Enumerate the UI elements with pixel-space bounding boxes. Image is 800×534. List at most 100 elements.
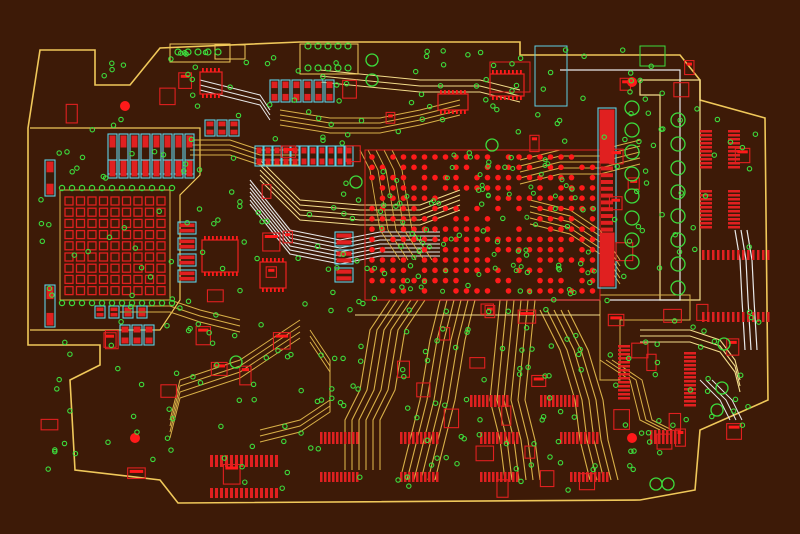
smd-pin (592, 432, 595, 444)
silkscreen-layer (59, 43, 666, 301)
via (406, 483, 412, 489)
bga-ball (421, 246, 428, 253)
via (109, 66, 115, 73)
trace (413, 299, 455, 481)
via (405, 278, 410, 284)
smd-pad (164, 135, 171, 148)
smd-component (129, 159, 140, 179)
via (68, 184, 76, 192)
ic-pin (508, 96, 510, 100)
via (550, 297, 557, 303)
test-point (670, 232, 686, 248)
via (306, 211, 313, 218)
trace (640, 335, 741, 387)
via (69, 169, 75, 175)
ic-pin (228, 236, 230, 240)
smd-pin (436, 472, 439, 482)
smd-pad (131, 135, 138, 148)
smd-pad (326, 81, 333, 89)
smd-pad (301, 147, 307, 154)
bga-pad (98, 218, 109, 229)
bga-pad (133, 274, 143, 285)
bga-ball (474, 288, 480, 294)
bga-ball (432, 174, 438, 181)
bga-pad (75, 263, 86, 273)
ic-pin (202, 68, 204, 72)
bga-ball (484, 288, 491, 294)
via (129, 292, 135, 299)
via (118, 319, 124, 325)
passive-outline (40, 418, 59, 431)
bga-ball (453, 236, 459, 243)
bga-pad (87, 218, 97, 229)
smd-pin (480, 472, 483, 482)
smd-pin (586, 472, 589, 482)
smd-pin (235, 488, 238, 498)
trace (199, 89, 271, 121)
passive-outline (416, 382, 431, 398)
bga-ball (568, 236, 575, 243)
passive-outline (539, 470, 555, 488)
via (213, 312, 219, 318)
via (424, 357, 431, 364)
smd-pin (618, 389, 630, 392)
smd-pin (728, 214, 740, 217)
via (49, 292, 55, 298)
via (500, 215, 506, 222)
smd-pad (133, 326, 141, 333)
via (295, 255, 301, 262)
connector-pin (601, 234, 613, 239)
via (106, 234, 113, 241)
via (559, 177, 565, 183)
via (67, 408, 73, 414)
ic-pin (440, 90, 442, 94)
smd-pad (292, 147, 298, 154)
via (64, 149, 70, 155)
ic-pin (220, 236, 222, 240)
connector-pin (601, 125, 613, 130)
via (416, 248, 423, 255)
connector-pin (601, 146, 613, 150)
ic-pin (520, 96, 522, 100)
via (158, 184, 166, 192)
via (523, 252, 530, 258)
via (552, 193, 558, 199)
bga-ball (400, 205, 407, 212)
via (426, 103, 433, 110)
bga-ball (421, 257, 428, 263)
via (108, 299, 116, 307)
bga-ball (516, 164, 522, 171)
smd-pad (164, 171, 171, 177)
via (58, 184, 66, 192)
bga-ball (537, 257, 543, 263)
connector-pin (601, 152, 613, 157)
header-pin (314, 64, 322, 72)
smd-pad (265, 147, 271, 154)
via (746, 244, 752, 250)
bga-ball (484, 257, 491, 263)
via (423, 53, 430, 60)
bga-ball (379, 277, 386, 284)
smd-pin (498, 395, 501, 407)
trace (539, 309, 591, 481)
bga-ball (516, 195, 522, 201)
smd-component (204, 119, 216, 137)
passive-pad (686, 62, 692, 66)
via (199, 249, 206, 256)
smd-pad (175, 161, 182, 167)
smd-pin (400, 432, 403, 444)
smd-pad (337, 147, 343, 154)
ic-pin (496, 96, 498, 100)
smd-pin (492, 432, 495, 444)
via (580, 95, 586, 102)
via (516, 371, 523, 377)
smd-pin (220, 488, 223, 498)
smd-pin (767, 250, 770, 260)
trace (190, 144, 300, 156)
smd-pin (225, 488, 228, 498)
via (295, 68, 302, 74)
passive-outline (104, 330, 119, 350)
bga-ball (390, 267, 396, 274)
board-edge (27, 41, 769, 504)
smd-pad (133, 337, 141, 344)
